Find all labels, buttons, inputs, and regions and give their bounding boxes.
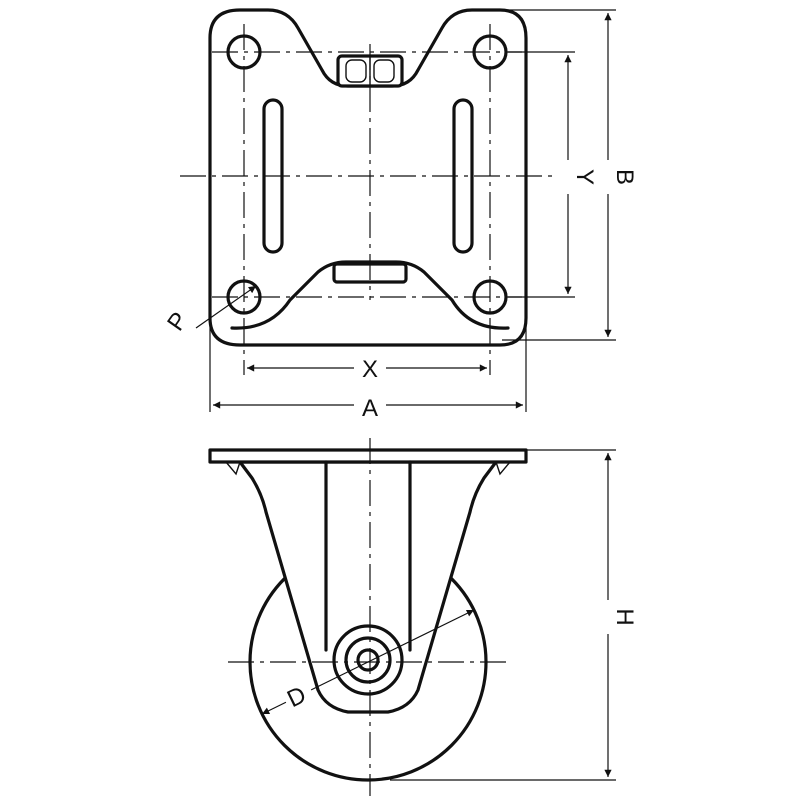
dimension-a-label: A xyxy=(362,395,378,422)
wheel-hub-outer xyxy=(332,624,404,696)
dimension-x-label: X xyxy=(362,356,378,383)
hole-diameter-label: P xyxy=(162,307,193,336)
side-caster-view: H D xyxy=(208,438,638,796)
dimension-y-label: Y xyxy=(571,169,598,185)
plate-side-profile xyxy=(208,448,528,464)
plate-lower-contour xyxy=(230,260,510,330)
top-plate-view: B Y X A P xyxy=(162,8,638,422)
hole-diameter-leader xyxy=(195,285,257,329)
mounting-plate-outline xyxy=(208,8,528,347)
dimension-b-label: B xyxy=(611,169,638,185)
dimension-h-label: H xyxy=(611,608,638,625)
